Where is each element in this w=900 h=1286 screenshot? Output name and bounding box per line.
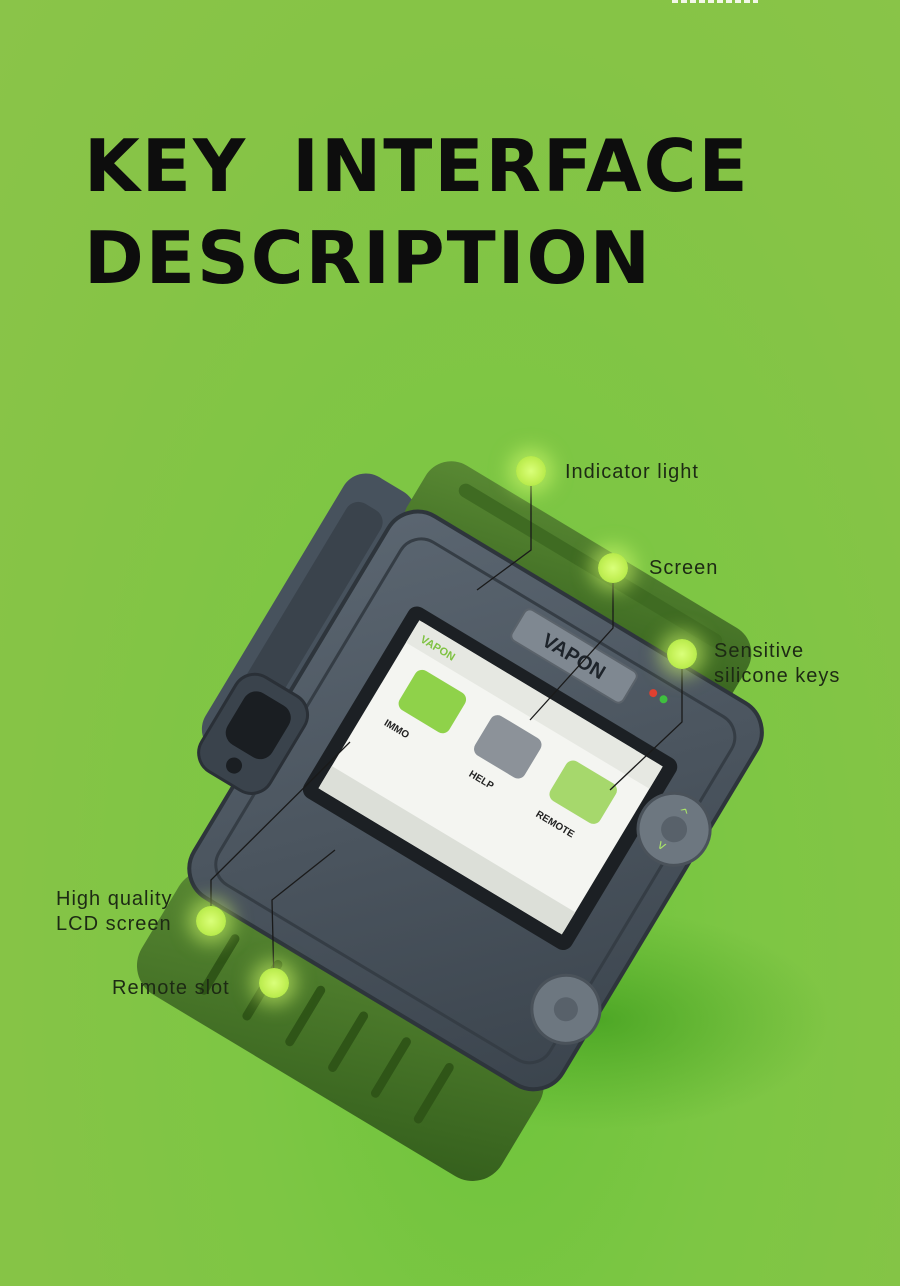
keys-callout-dot [667,639,697,669]
device-body: VAPON IMMO HELP REMOTE VAPON ^ v [136,461,764,1181]
lcd-callout-dot [196,906,226,936]
silicone-keys-label: Sensitive silicone keys [714,639,840,689]
remote-callout-dot [259,968,289,998]
remote-slot-opening [225,691,291,760]
indicator-green [659,695,668,704]
top-bumper [403,461,752,714]
indicator-callout-dot [516,456,546,486]
screen-callout-dot [598,553,628,583]
indicator-leader [476,472,532,591]
silicone-keys-line-1: Sensitive [714,640,805,662]
lcd-screen-line-2: LCD screen [56,913,172,935]
title-line-2: DESCRIPTION [84,216,653,300]
bottom-bumper [136,869,544,1181]
remote-slot-label: Remote slot [112,977,230,999]
remote-leader [271,849,336,984]
page-title: KEY INTERFACE DESCRIPTION [84,120,750,304]
lcd-screen-label: High quality LCD screen [56,887,173,937]
left-keypad [530,973,602,1045]
indicator-red [649,689,658,698]
immo-icon [398,669,467,734]
screen-label: Screen [649,557,719,579]
remote-icon [549,760,617,824]
keys-leader [609,654,683,791]
lcd-screen-line-1: High quality [56,888,173,910]
top-decoration [672,0,758,3]
title-line-1: KEY INTERFACE [84,124,750,208]
screen-leader [529,568,614,721]
brand-plate [510,608,638,704]
silicone-keys-line-2: silicone keys [714,665,841,687]
indicator-light-label: Indicator light [565,461,699,483]
help-icon [474,715,542,779]
right-keypad: ^ v [636,791,712,867]
